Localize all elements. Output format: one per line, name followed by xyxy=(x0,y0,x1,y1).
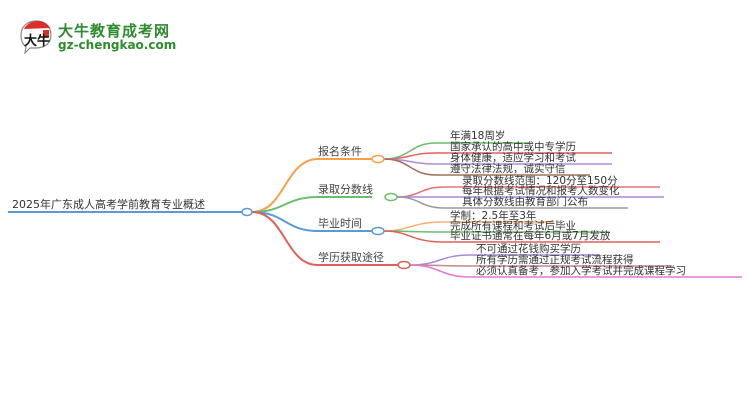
leaf-score-range[interactable]: 录取分数线范围：120分至150分 xyxy=(462,175,618,187)
branch-registration-requirements[interactable]: 报名条件 xyxy=(318,145,362,158)
leaf-certificate-issue[interactable]: 毕业证书通常在每年6月或7月发放 xyxy=(450,230,611,242)
svg-text:大牛: 大牛 xyxy=(24,33,50,49)
leaf-education-requirement[interactable]: 国家承认的高中或中专学历 xyxy=(450,141,576,153)
site-logo[interactable]: 大牛 大牛教育成考网 gz-chengkao.com xyxy=(18,18,176,58)
leaf-score-variation[interactable]: 每年根据考试情况和报考人数变化 xyxy=(462,185,620,197)
branch-graduation-time[interactable]: 毕业时间 xyxy=(318,217,362,230)
branch-admission-score[interactable]: 录取分数线 xyxy=(318,183,373,196)
leaf-age-requirement[interactable]: 年满18周岁 xyxy=(450,130,506,142)
leaf-study-duration[interactable]: 学制：2.5年至3年 xyxy=(450,210,537,222)
logo-title: 大牛教育成考网 xyxy=(58,22,171,40)
leaf-prepare-exam[interactable]: 必须认真备考，参加入学考试并完成课程学习 xyxy=(476,265,686,277)
branch-degree-acquisition[interactable]: 学历获取途径 xyxy=(318,251,384,264)
logo-url: gz-chengkao.com xyxy=(58,38,177,52)
logo-icon: 大牛 xyxy=(20,20,52,54)
leaf-score-publication[interactable]: 具体分数线由教育部门公布 xyxy=(462,196,588,208)
leaf-graduation-condition[interactable]: 完成所有课程和考试后毕业 xyxy=(450,220,576,232)
leaf-formal-exam[interactable]: 所有学历需通过正规考试流程获得 xyxy=(476,254,634,266)
leaf-no-purchase[interactable]: 不可通过花钱购买学历 xyxy=(476,243,581,255)
root-topic[interactable]: 2025年广东成人高考学前教育专业概述 xyxy=(12,198,205,211)
leaf-health-requirement[interactable]: 身体健康，适应学习和考试 xyxy=(450,152,576,164)
leaf-law-requirement[interactable]: 遵守法律法规，诚实守信 xyxy=(450,163,566,175)
